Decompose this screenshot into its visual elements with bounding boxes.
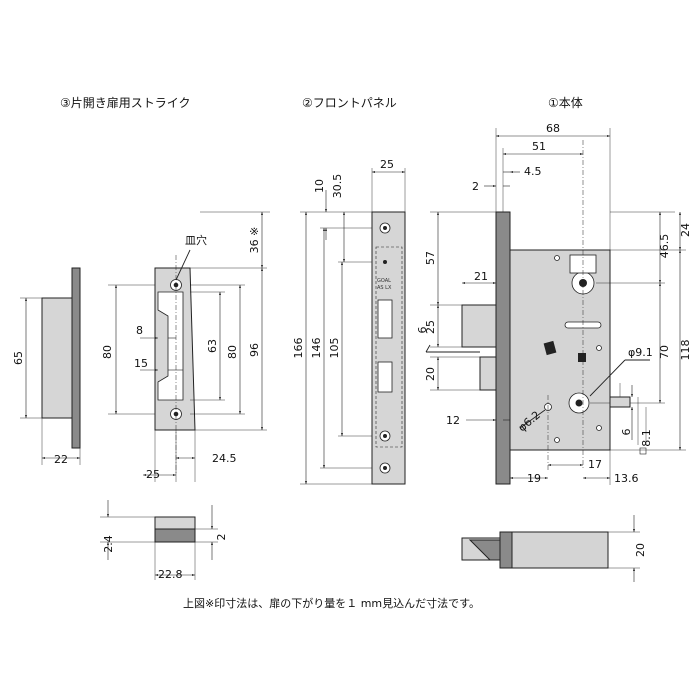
panel-label-1: GOAL [377, 278, 391, 284]
dim-body-24: 24 [679, 223, 692, 237]
footnote: 上図※印寸法は、扉の下がり量を１ mm見込んだ寸法です。 [183, 596, 480, 610]
dim-body-8-1: 8.1 [640, 429, 653, 447]
dim-panel-30-5: 30.5 [331, 174, 344, 199]
dim-body-68: 68 [546, 122, 560, 135]
dim-body-46-5: 46.5 [658, 234, 671, 259]
dim-body-21: 21 [474, 270, 488, 283]
dim-body-51: 51 [532, 140, 546, 153]
front-panel-view: GOAL AS LX 25 10 30.5 166 146 105 [292, 158, 406, 485]
dim-body-13-6: 13.6 [614, 472, 639, 485]
dim-strike-25: 25 [146, 468, 160, 481]
dim-strike-63: 63 [206, 339, 219, 353]
dim-panel-105: 105 [328, 338, 341, 359]
dim-panel-146: 146 [310, 338, 323, 359]
dim-strike-96: 96 [248, 343, 261, 357]
dim-strike-15: 15 [134, 357, 148, 370]
dim-strike-22: 22 [54, 453, 68, 466]
dim-panel-25: 25 [380, 158, 394, 171]
dim-body-2: 2 [472, 180, 479, 193]
dim-body-6: 6 [416, 327, 429, 334]
dim-body-118: 118 [679, 340, 692, 361]
dim-body-70: 70 [658, 345, 671, 359]
panel-label-2: AS LX [377, 285, 392, 291]
dim-strike-8: 8 [136, 324, 143, 337]
label-dish-hole: 皿穴 [185, 233, 207, 247]
title-front-panel: ②フロントパネル [302, 96, 397, 110]
main-body-bottom-view: 20 [461, 515, 647, 582]
title-main-body: ①本体 [548, 96, 583, 110]
main-body-view: 68 51 4.5 2 57 21 25 6 20 12 φ6.2 46.5 [416, 122, 692, 485]
dim-body-20: 20 [424, 367, 437, 381]
dim-body-17: 17 [588, 458, 602, 471]
dim-strike-80-left: 80 [101, 345, 114, 359]
dim-detail-2: 2 [215, 534, 228, 541]
dim-detail-2-4: 2.4 [102, 535, 115, 553]
dim-detail-22-8: 22.8 [158, 568, 183, 581]
dim-body-25: 25 [424, 320, 437, 334]
dim-panel-166: 166 [292, 338, 305, 359]
dim-strike-36: 36 ※ [248, 227, 261, 254]
strike-side-view: 65 22 [12, 267, 81, 466]
dim-body-19: 19 [527, 472, 541, 485]
strike-front-view: 皿穴 80 8 15 63 80 96 36 ※ 25 24.5 [101, 211, 270, 482]
dim-body-12: 12 [446, 414, 460, 427]
dim-body-6-right: 6 [620, 429, 633, 436]
dim-body-4-5: 4.5 [524, 165, 542, 178]
dim-body-57: 57 [424, 251, 437, 265]
dim-strike-80-right: 80 [226, 345, 239, 359]
dim-strike-24-5: 24.5 [212, 452, 237, 465]
dim-panel-10: 10 [313, 179, 326, 193]
title-strike: ③片開き扉用ストライク [60, 96, 191, 110]
dim-body-20-bottom: 20 [634, 543, 647, 557]
dim-body-phi9-1: φ9.1 [628, 346, 653, 359]
strike-detail-view: 2.4 2 22.8 [100, 500, 228, 581]
dim-strike-65: 65 [12, 351, 25, 365]
